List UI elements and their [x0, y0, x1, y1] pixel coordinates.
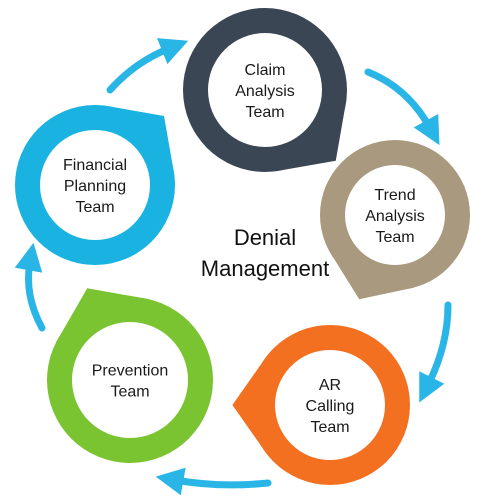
- center-title-line-1: Denial: [233, 225, 297, 250]
- team-inner-circle: [40, 130, 150, 240]
- team-label-line: Team: [245, 104, 284, 121]
- team-label-line: Team: [310, 419, 349, 436]
- team-inner-circle: [345, 165, 445, 265]
- team-label-line: Planning: [64, 178, 126, 195]
- arrow-trend-to-ar: [419, 301, 452, 403]
- arrow-financial-to-claim: [106, 38, 189, 94]
- team-label-line: Analysis: [235, 83, 295, 100]
- team-label-line: Claim: [245, 62, 286, 79]
- team-label-line: Trend: [374, 187, 415, 204]
- team-inner-circle: [208, 33, 322, 147]
- team-label-line: Analysis: [365, 208, 425, 225]
- team-inner-circle: [72, 322, 188, 438]
- arrow-prevention-to-financial: [14, 242, 46, 332]
- team-label-line: Financial: [63, 157, 127, 174]
- team-label-line: Calling: [306, 398, 355, 415]
- team-label-line: Team: [75, 199, 114, 216]
- arrow-claim-to-trend: [364, 68, 440, 146]
- center-title-line-2: Management: [200, 256, 330, 281]
- team-inner-circle: [275, 350, 385, 460]
- team-label-line: Prevention: [92, 363, 169, 380]
- team-label-line: AR: [319, 377, 341, 394]
- center-title: Denial Management: [150, 222, 380, 284]
- team-label-line: Team: [375, 229, 414, 246]
- team-label-line: Team: [110, 384, 149, 401]
- arrow-ar-to-prevention: [155, 467, 272, 496]
